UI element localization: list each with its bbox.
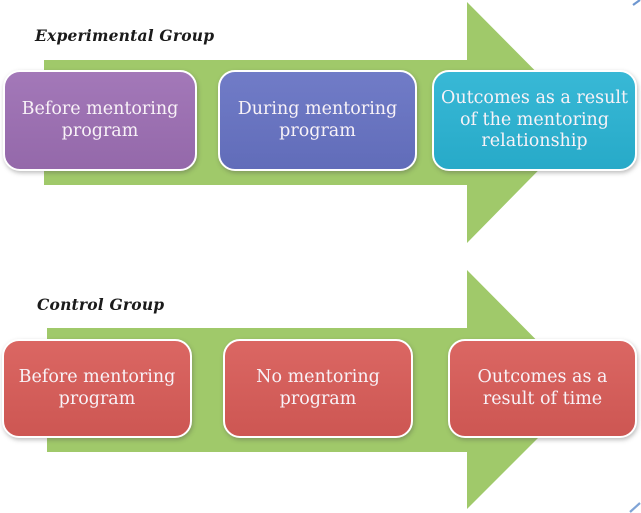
stage-box-ctl-before-mentoring: Before mentoring program <box>2 339 192 438</box>
corner-mark-bottom-right-icon <box>629 502 641 513</box>
stage-box-label: Before mentoring program <box>18 367 176 409</box>
stage-box-exp-during-mentoring: During mentoring program <box>218 70 417 171</box>
control-group-label: Control Group <box>37 295 165 314</box>
stage-box-label: Outcomes as a result of time <box>477 367 608 409</box>
stage-box-ctl-outcomes: Outcomes as a result of time <box>448 339 637 438</box>
stage-box-label: Before mentoring program <box>21 99 179 141</box>
stage-box-exp-before-mentoring: Before mentoring program <box>3 70 197 171</box>
corner-mark-top-right-icon <box>632 0 641 6</box>
experimental-group-label: Experimental Group <box>35 26 215 45</box>
stage-box-label: During mentoring program <box>237 99 398 141</box>
stage-box-label: No mentoring program <box>256 367 380 409</box>
stage-box-label: Outcomes as a result of the mentoring re… <box>440 88 629 152</box>
stage-box-exp-outcomes: Outcomes as a result of the mentoring re… <box>432 70 637 171</box>
stage-box-ctl-no-mentoring: No mentoring program <box>223 339 413 438</box>
